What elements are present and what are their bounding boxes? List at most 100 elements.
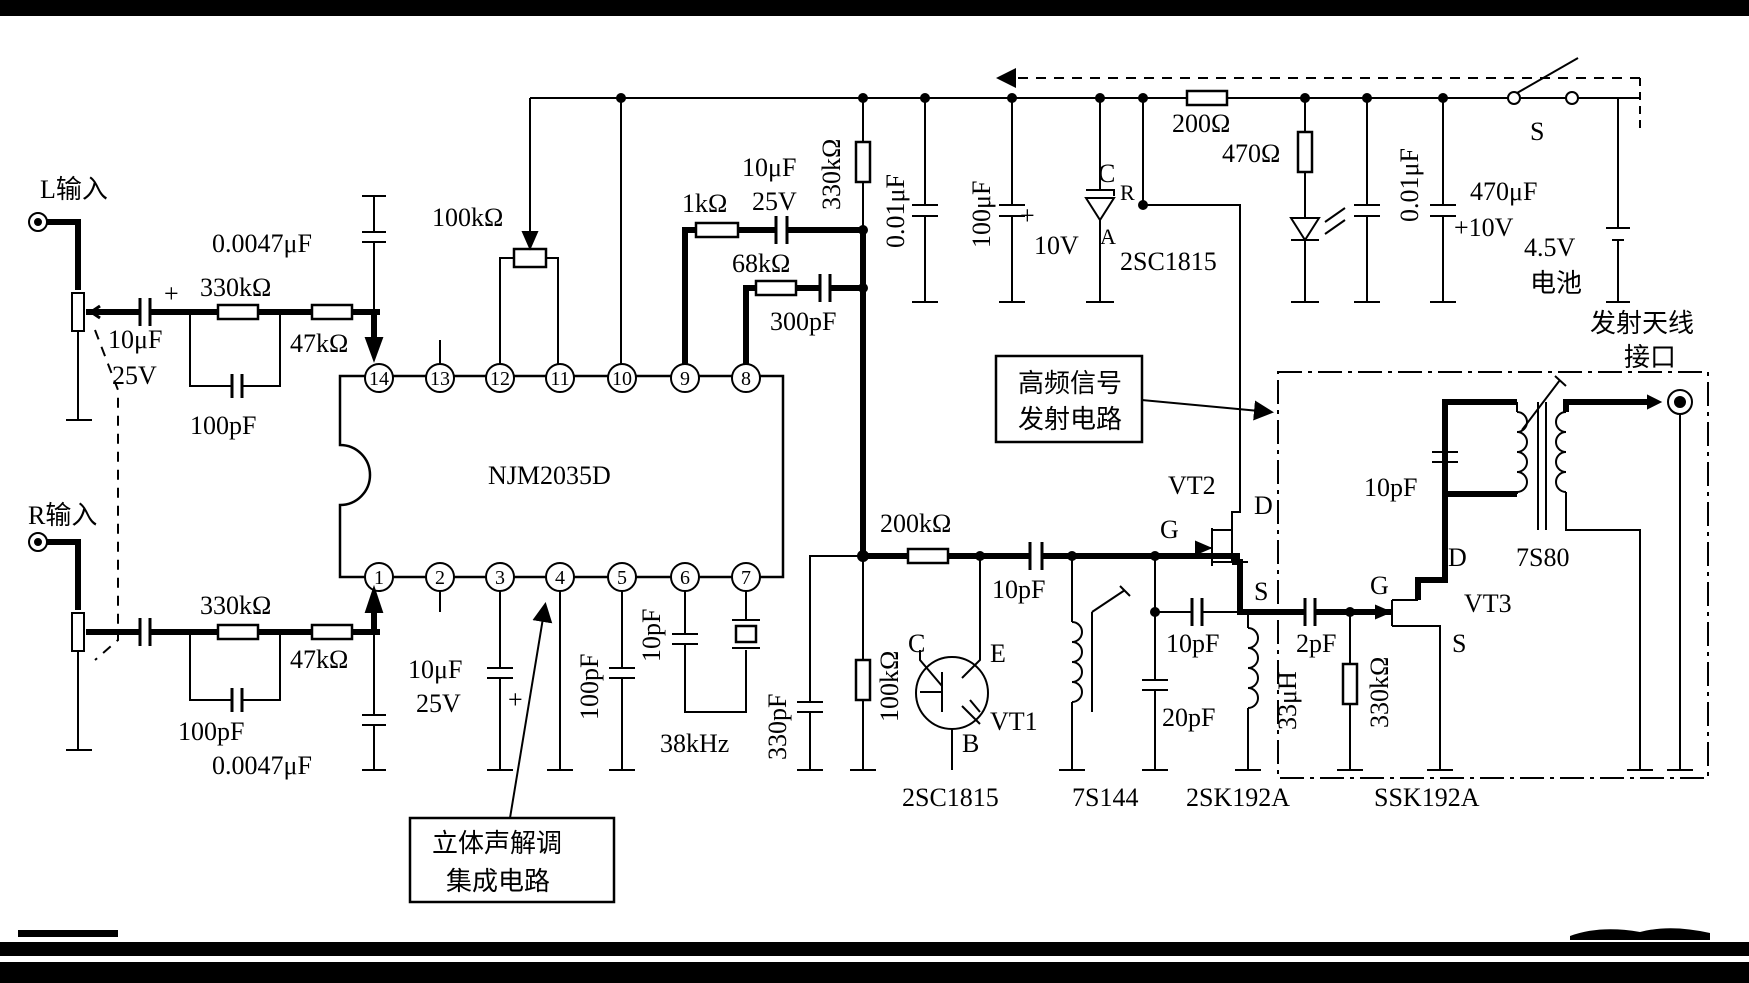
r68k-label: 68kΩ: [732, 249, 790, 278]
vt1-label: VT1: [990, 707, 1038, 736]
vt2-d-label: D: [1254, 491, 1273, 520]
l-res1-label: 330kΩ: [200, 273, 271, 302]
stereo-label-1: 立体声解调: [432, 829, 562, 858]
ic-name: NJM2035D: [488, 461, 611, 490]
c470u-label: 470μF: [1470, 177, 1537, 206]
b-c100p-label: 100pF: [575, 654, 604, 720]
c001a-label: 0.01μF: [881, 174, 910, 248]
l-input-label: L输入: [40, 175, 108, 204]
vt1-c-label: C: [908, 629, 925, 658]
r-res2-label: 47kΩ: [290, 645, 348, 674]
c470u-v-label: +10V: [1454, 213, 1514, 242]
pin-10: 10: [612, 368, 632, 390]
pin-6: 6: [680, 567, 690, 589]
c10u-label: 10μF: [742, 153, 796, 182]
b-c10u-v-label: 25V: [416, 689, 461, 718]
b-c10u-label: 10μF: [408, 655, 462, 684]
vt2-g-label: G: [1160, 515, 1179, 544]
pin-11: 11: [550, 368, 569, 390]
crystal-label: 38kHz: [660, 729, 729, 758]
r-capgnd-label: 0.0047μF: [212, 751, 312, 780]
vt3-g-label: G: [1370, 571, 1389, 600]
pin-2: 2: [435, 567, 445, 589]
pin-4: 4: [555, 567, 565, 589]
c2p-label: 2pF: [1296, 629, 1336, 658]
pin-9: 9: [680, 368, 690, 390]
zener-v-label: 10V: [1034, 231, 1079, 260]
battery-label: 电池: [1530, 269, 1582, 298]
b-r330k-label: 330kΩ: [1365, 657, 1394, 728]
pin-3: 3: [495, 567, 505, 589]
c300p-label: 300pF: [770, 307, 836, 336]
battery-v-label: 4.5V: [1524, 233, 1576, 262]
r200-label: 200Ω: [1172, 109, 1230, 138]
l-capgnd-label: 0.0047μF: [212, 229, 312, 258]
antenna-label-1: 发射天线: [1590, 309, 1694, 338]
c10u-v-label: 25V: [752, 187, 797, 216]
reg-transistor-label: 2SC1815: [1120, 247, 1217, 276]
c001b-label: 0.01μF: [1395, 148, 1424, 222]
coil2-label: 7S80: [1516, 543, 1569, 572]
rf-annotation-box: [994, 354, 1144, 444]
corner-mark: [1570, 928, 1710, 940]
r1k-label: 1kΩ: [682, 189, 727, 218]
pin-7: 7: [741, 567, 751, 589]
l-cap-v-label: 25V: [112, 361, 157, 390]
bottom-border-2: [0, 962, 1749, 983]
zener-c-label: C: [1098, 159, 1115, 188]
vt1-b-label: B: [962, 729, 979, 758]
ic-body: [338, 374, 785, 579]
rf-block-label-2: 发射电路: [1018, 405, 1122, 434]
bottom-border: [0, 942, 1749, 956]
zener-r-label: R: [1120, 180, 1135, 205]
l-cappar-label: 100pF: [190, 411, 256, 440]
b-r100k-label: 100kΩ: [875, 651, 904, 722]
vt2-s-label: S: [1254, 577, 1268, 606]
ic-annotation-box: [408, 816, 616, 904]
vt2-part-label: 2SK192A: [1186, 783, 1290, 812]
antenna-label-2: 接口: [1624, 343, 1676, 372]
l-cap-label: 10μF: [108, 325, 162, 354]
vt1-part-label: 2SC1815: [902, 783, 999, 812]
stereo-label-2: 集成电路: [446, 867, 550, 896]
page-mark: [18, 930, 118, 937]
pin-12: 12: [490, 368, 510, 390]
r470-label: 470Ω: [1222, 139, 1280, 168]
r-cappar-label: 100pF: [178, 717, 244, 746]
c100u-label: 100μF: [967, 181, 996, 248]
coil1-label: 7S144: [1072, 783, 1138, 812]
b-c10pb-label: 10pF: [992, 575, 1045, 604]
pin-5: 5: [617, 567, 627, 589]
vt3-d-label: D: [1448, 543, 1467, 572]
l-plus-sign: +: [164, 279, 179, 308]
c100u-plus: +: [1020, 201, 1035, 230]
vt3-part-label: SSK192A: [1374, 783, 1480, 812]
b-c10pc-label: 10pF: [1166, 629, 1219, 658]
switch-label: S: [1530, 117, 1544, 146]
rf-block-label-1: 高频信号: [1018, 369, 1122, 398]
b-c10p-label: 10pF: [637, 609, 666, 662]
ic-pins-top: [364, 363, 761, 393]
r-input-label: R输入: [28, 501, 97, 530]
top-border: [0, 0, 1749, 16]
pin-14: 14: [369, 368, 389, 390]
pin-1: 1: [374, 567, 384, 589]
vt3-label: VT3: [1464, 589, 1512, 618]
l-res2-label: 47kΩ: [290, 329, 348, 358]
b-c330p-label: 330pF: [763, 694, 792, 760]
l33u-label: 33μH: [1273, 671, 1302, 730]
b-c10pd-label: 10pF: [1364, 473, 1417, 502]
r-res1-label: 330kΩ: [200, 591, 271, 620]
b-r200k-label: 200kΩ: [880, 509, 951, 538]
vt3-s-label: S: [1452, 629, 1466, 658]
r330k-label: 330kΩ: [817, 139, 846, 210]
vt1-e-label: E: [990, 639, 1006, 668]
pin-8: 8: [741, 368, 751, 390]
pin-13: 13: [430, 368, 450, 390]
b-c10u-plus: +: [508, 685, 523, 714]
ic-pins-bottom: [364, 562, 761, 592]
zener-a-label: A: [1100, 224, 1116, 249]
vt2-label: VT2: [1168, 471, 1216, 500]
pot-label: 100kΩ: [432, 203, 503, 232]
